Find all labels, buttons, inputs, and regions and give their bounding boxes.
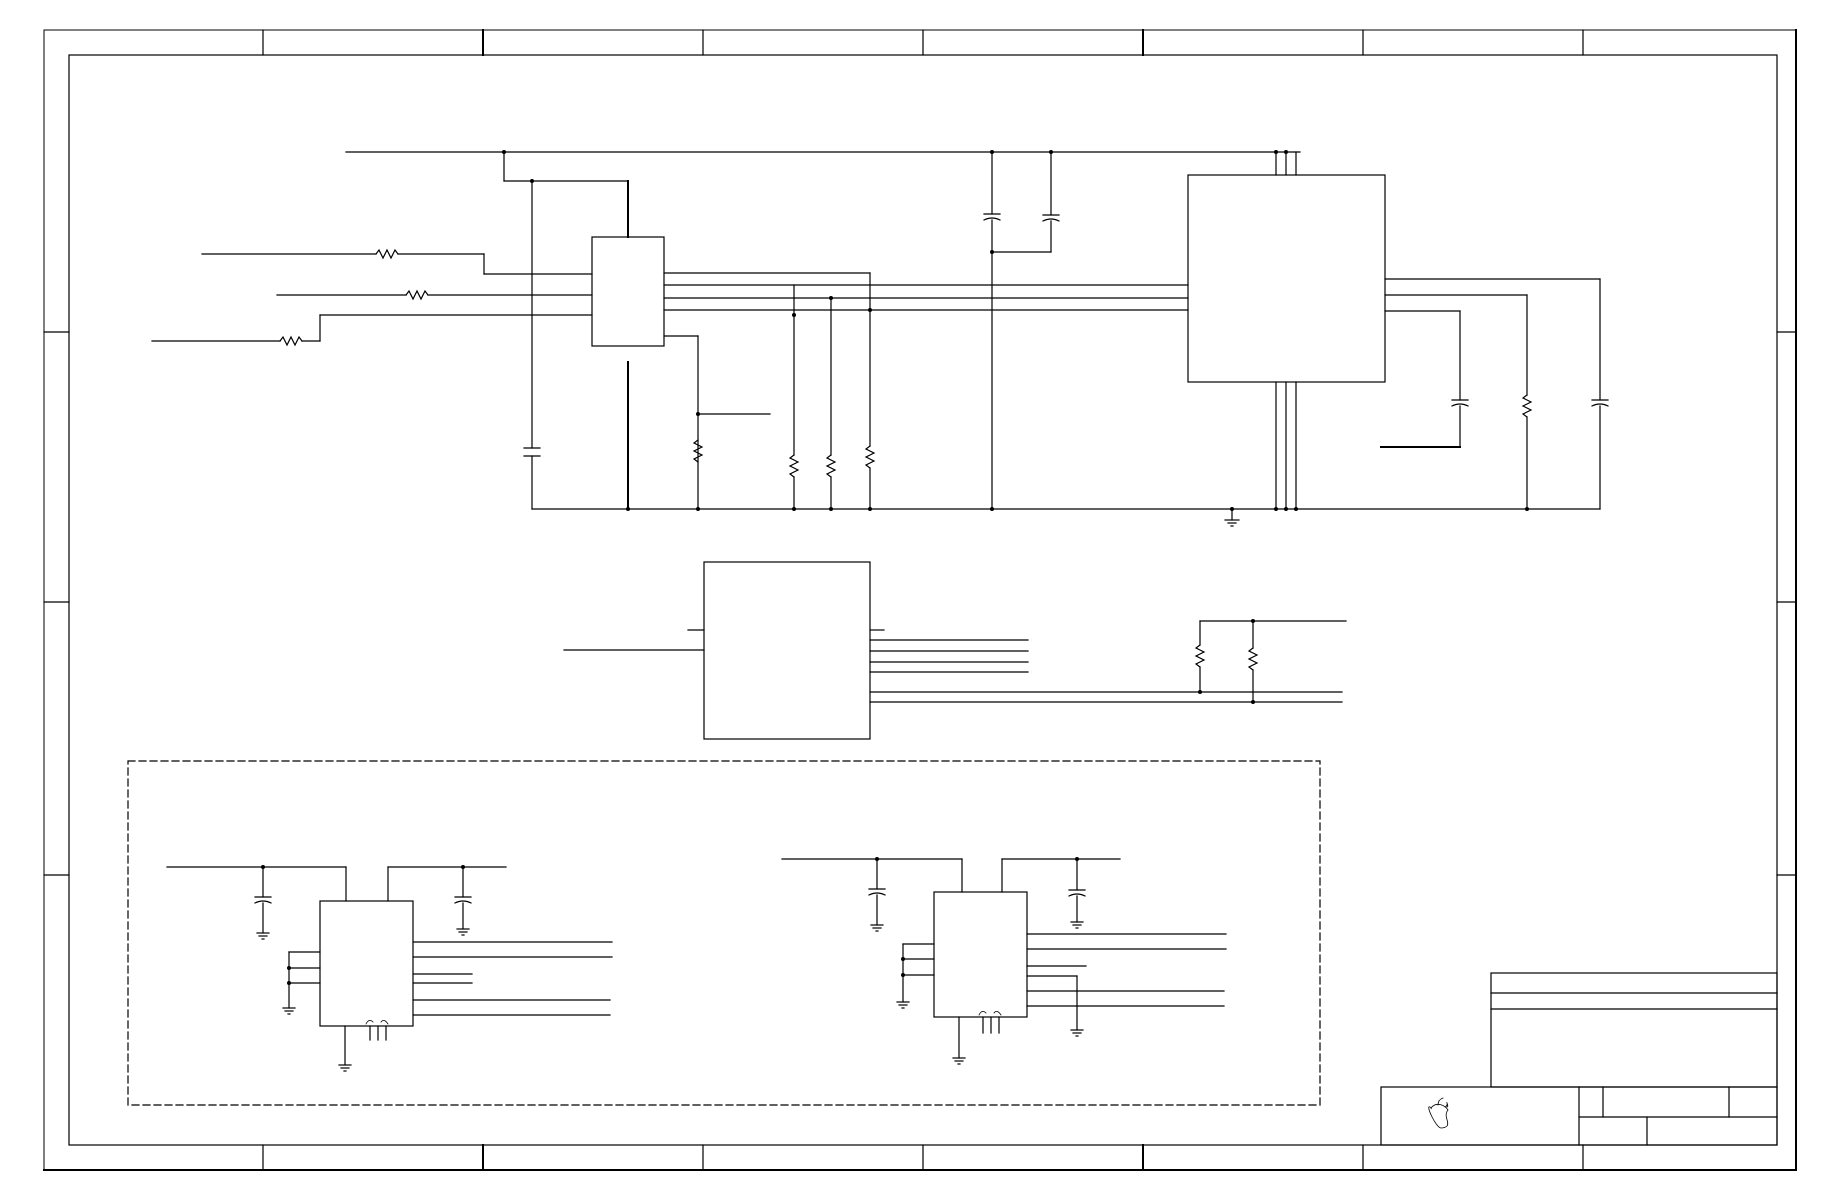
ic-u2 — [1187, 174, 1386, 383]
ic-u5 — [933, 891, 1028, 1018]
drawing-frame — [43, 29, 1797, 1171]
ic-u1 — [591, 236, 665, 347]
title-block — [1380, 972, 1778, 1146]
middle-circuit-junctions — [1198, 619, 1255, 704]
top-circuit-junctions — [502, 150, 1529, 511]
top-circuit — [151, 151, 1609, 527]
subcircuit-a — [166, 866, 613, 1072]
apple-logo-icon — [1428, 1097, 1449, 1129]
subcircuit-a-junctions — [261, 865, 465, 985]
ic-u3 — [703, 561, 871, 740]
option-box — [127, 760, 1321, 1106]
subcircuit-b — [781, 858, 1227, 1065]
ic-u4 — [319, 900, 414, 1027]
middle-circuit — [563, 561, 1347, 740]
subcircuit-b-junctions — [875, 857, 1079, 977]
